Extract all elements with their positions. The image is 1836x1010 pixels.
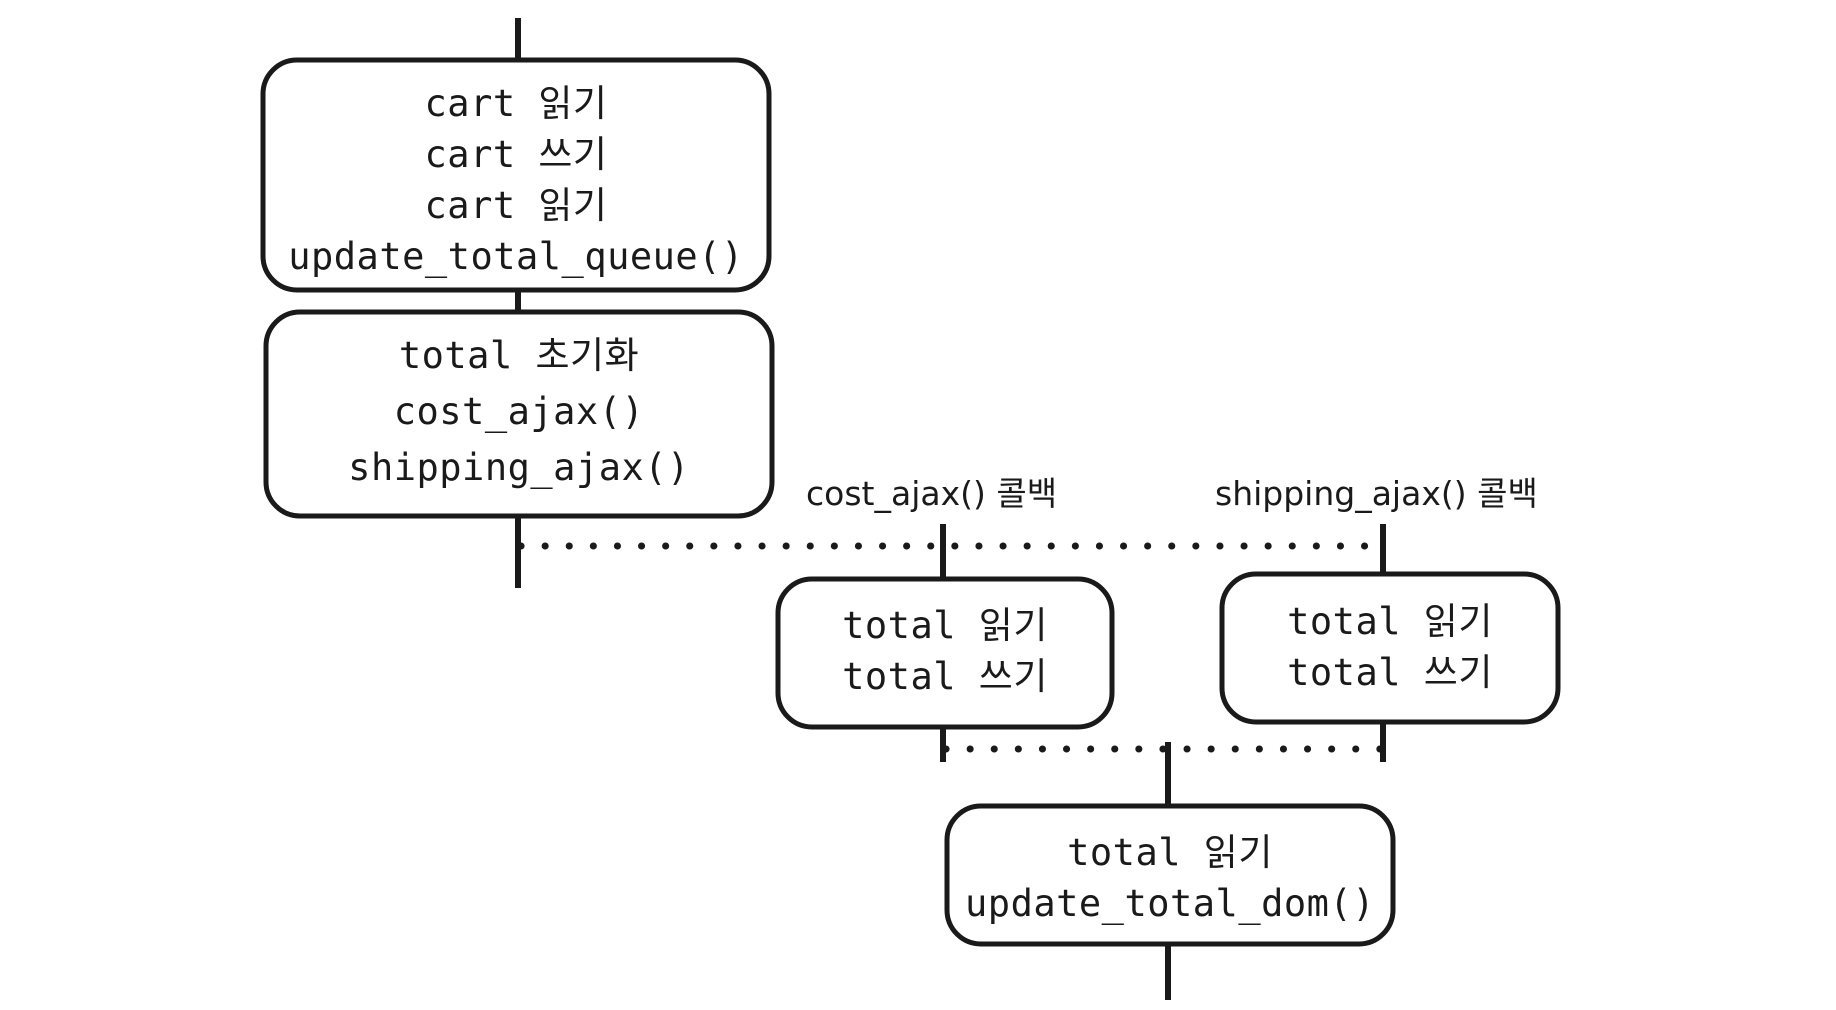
update-dom-box-shape (944, 803, 1396, 947)
cost-callback-box-shape (775, 576, 1115, 730)
total-init-line-2: cost_ajax() (394, 390, 645, 434)
total-init-box-shape (263, 309, 775, 519)
shipping-callback-box-shape (1219, 571, 1561, 725)
node-total-init[interactable]: total 초기화 cost_ajax() shipping_ajax() (263, 309, 775, 519)
update-dom-line-2: update_total_dom() (965, 882, 1375, 926)
cart-queue-line-2: cart 쓰기 (425, 133, 608, 176)
node-shipping-callback[interactable]: total 읽기 total 쓰기 (1219, 571, 1561, 725)
cart-queue-line-4: update_total_queue() (288, 235, 744, 279)
cart-queue-line-3: cart 읽기 (425, 184, 608, 227)
update-dom-line-1: total 읽기 (1067, 831, 1273, 874)
node-update-dom[interactable]: total 읽기 update_total_dom() (944, 803, 1396, 947)
node-cart-queue[interactable]: cart 읽기 cart 쓰기 cart 읽기 update_total_que… (260, 57, 772, 293)
total-init-line-1: total 초기화 (399, 334, 639, 377)
label-shipping-callback: shipping_ajax() 콜백 (1215, 474, 1538, 513)
total-init-line-3: shipping_ajax() (348, 446, 690, 490)
cost-callback-line-2: total 쓰기 (842, 655, 1048, 698)
cost-callback-line-1: total 읽기 (842, 604, 1048, 647)
cart-queue-box-shape (260, 57, 772, 293)
label-cost-callback: cost_ajax() 콜백 (806, 474, 1057, 513)
cart-queue-line-1: cart 읽기 (425, 82, 608, 125)
shipping-callback-line-1: total 읽기 (1287, 600, 1493, 643)
node-cost-callback[interactable]: total 읽기 total 쓰기 (775, 576, 1115, 730)
shipping-callback-line-2: total 쓰기 (1287, 651, 1493, 694)
